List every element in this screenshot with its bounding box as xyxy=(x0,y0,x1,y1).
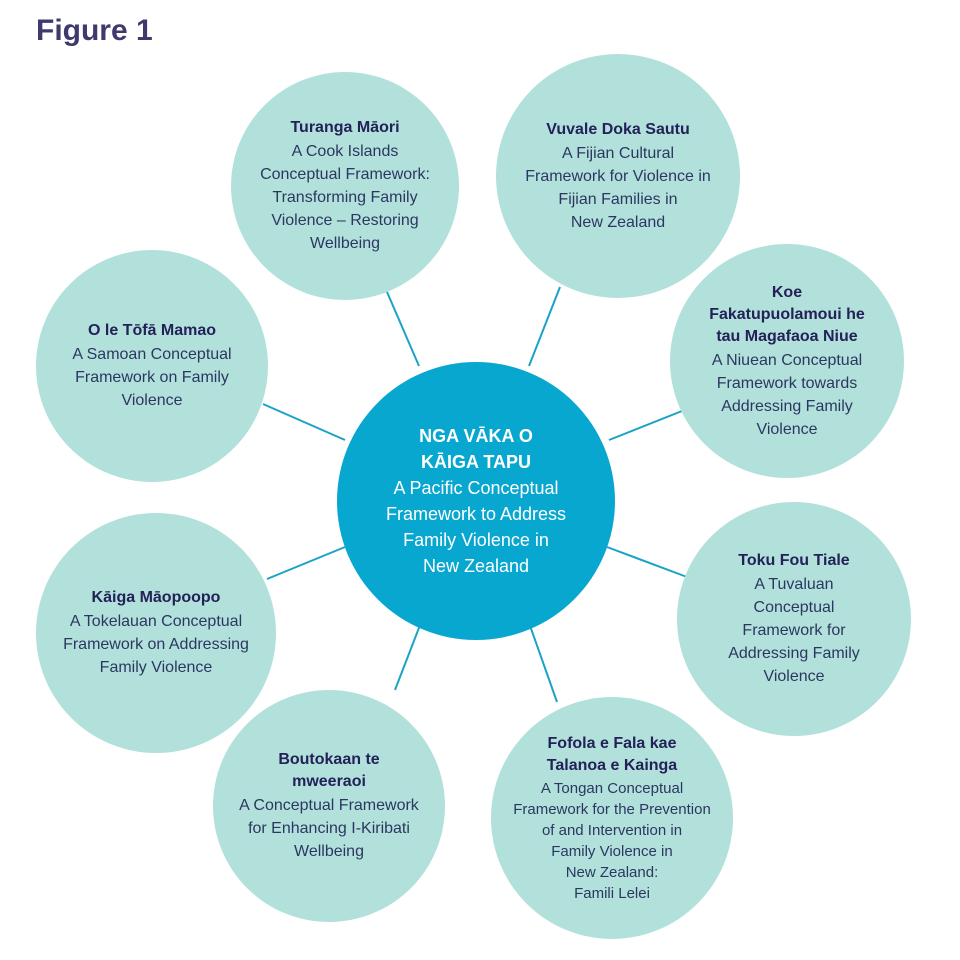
framework-title: Boutokaan te mweeraoi xyxy=(278,751,380,790)
framework-node-boutokaan: Boutokaan te mweeraoi A Conceptual Frame… xyxy=(213,690,445,922)
framework-node-turanga-maori: Turanga Māori A Cook Islands Conceptual … xyxy=(231,72,459,300)
figure-title: Figure 1 xyxy=(36,14,153,47)
framework-description: A Fijian Cultural Framework for Violence… xyxy=(525,144,711,231)
framework-title: Koe Fakatupuolamoui he tau Magafaoa Niue xyxy=(709,283,865,345)
connector-kaiga-maopoopo xyxy=(266,546,346,580)
framework-node-kaiga-maopoopo: Kāiga Māopoopo A Tokelauan Conceptual Fr… xyxy=(36,513,276,753)
framework-title: Turanga Māori xyxy=(290,119,400,136)
framework-node-toku-fou-tiale: Toku Fou Tiale A Tuvaluan Conceptual Fra… xyxy=(677,502,911,736)
connector-koe-fakatupuolamoui xyxy=(608,410,683,441)
connector-vuvale-doka-sautu xyxy=(528,286,561,367)
connector-toku-fou-tiale xyxy=(606,546,688,578)
center-framework-circle: NGA VĀKA O KĀIGA TAPU A Pacific Conceptu… xyxy=(337,362,615,640)
center-description: A Pacific Conceptual Framework to Addres… xyxy=(385,478,567,576)
framework-title: Toku Fou Tiale xyxy=(738,552,850,569)
framework-description: A Tongan Conceptual Framework for the Pr… xyxy=(513,779,711,902)
framework-description: A Cook Islands Conceptual Framework: Tra… xyxy=(260,143,430,252)
framework-description: A Niuean Conceptual Framework towards Ad… xyxy=(711,351,863,438)
framework-node-vuvale-doka-sautu: Vuvale Doka Sautu A Fijian Cultural Fram… xyxy=(496,54,740,298)
framework-node-o-le-tofa-mamao: O le Tōfā Mamao A Samoan Conceptual Fram… xyxy=(36,250,268,482)
connector-boutokaan xyxy=(394,619,423,691)
connector-turanga-maori xyxy=(383,284,420,367)
framework-description: A Samoan Conceptual Framework on Family … xyxy=(72,346,232,409)
framework-node-fofola-e-fala: Fofola e Fala kae Talanoa e Kainga A Ton… xyxy=(491,697,733,939)
connector-o-le-tofa-mamao xyxy=(262,403,346,441)
framework-description: A Conceptual Framework for Enhancing I-K… xyxy=(239,797,419,860)
connector-fofola-e-fala xyxy=(527,619,558,703)
framework-node-koe-fakatupuolamoui: Koe Fakatupuolamoui he tau Magafaoa Niue… xyxy=(670,244,904,478)
framework-title: Kāiga Māopoopo xyxy=(91,589,221,606)
framework-description: A Tokelauan Conceptual Framework on Addr… xyxy=(63,613,249,676)
framework-title: Vuvale Doka Sautu xyxy=(546,120,690,138)
framework-title: O le Tōfā Mamao xyxy=(87,322,217,339)
framework-title: Fofola e Fala kae Talanoa e Kainga xyxy=(546,734,678,774)
center-title: NGA VĀKA O KĀIGA TAPU xyxy=(419,426,533,472)
framework-description: A Tuvaluan Conceptual Framework for Addr… xyxy=(728,576,860,685)
